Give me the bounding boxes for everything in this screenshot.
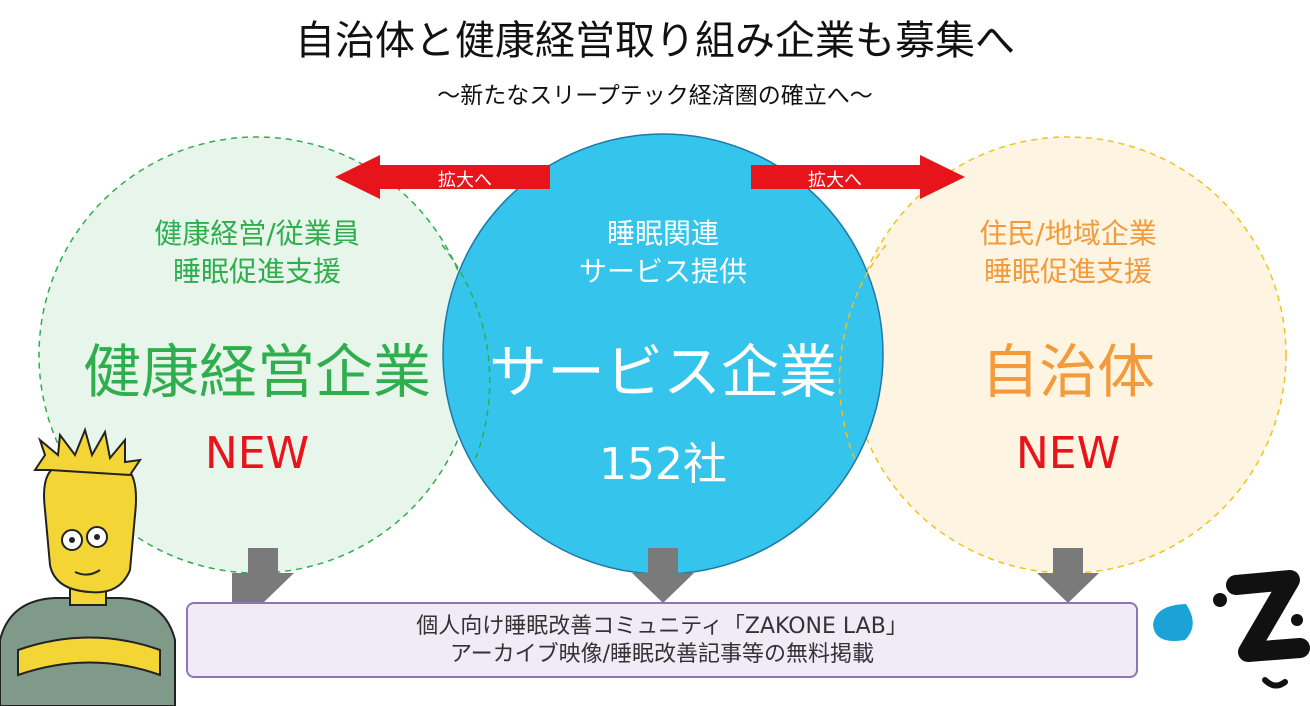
community-line2: アーカイブ映像/睡眠改善記事等の無料掲載 [449,642,875,667]
left-circle-status: NEW [204,428,310,479]
center-circle-line2: サービス提供 [578,255,747,288]
center-circle-line1: 睡眠関連 [606,217,719,250]
page-title: 自治体と健康経営取り組み企業も募集へ [295,18,1015,64]
mascot-character-icon [0,426,176,706]
community-info-box: 個人向け睡眠改善コミュニティ「ZAKONE LAB」 アーカイブ映像/睡眠改善記… [186,602,1138,678]
right-circle-description: 住民/地域企業 睡眠促進支援 [868,215,1268,291]
community-line1: 個人向け睡眠改善コミュニティ「ZAKONE LAB」 [416,614,908,639]
right-circle-overlap-outline [838,244,887,461]
left-arrow-label: 拡大へ [438,170,492,191]
right-circle-line2: 睡眠促進支援 [983,255,1152,288]
left-circle-description: 健康経営/従業員 睡眠促進支援 [57,215,457,291]
zakone-logo-icon [1153,570,1310,689]
left-circle-line2: 睡眠促進支援 [172,255,341,288]
down-arrow-center [632,548,694,603]
right-circle-line1: 住民/地域企業 [979,217,1157,250]
left-circle-name: 健康経営企業 [82,338,431,406]
center-circle-name: サービス企業 [488,338,837,406]
right-arrow-label: 拡大へ [808,170,862,191]
right-circle-status: NEW [1015,428,1121,479]
expand-right-arrow [751,155,965,199]
down-arrow-left [232,548,294,603]
left-circle-overlap-outline [441,244,491,461]
center-circle-description: 睡眠関連 サービス提供 [463,215,863,291]
expand-left-arrow [335,155,550,199]
center-circle-count: 152社 [599,439,727,490]
right-circle-name: 自治体 [980,338,1155,406]
page-subtitle: ～新たなスリープテック経済圏の確立へ～ [437,83,873,109]
down-arrow-right [1037,548,1099,603]
left-circle-line1: 健康経営/従業員 [154,217,360,250]
